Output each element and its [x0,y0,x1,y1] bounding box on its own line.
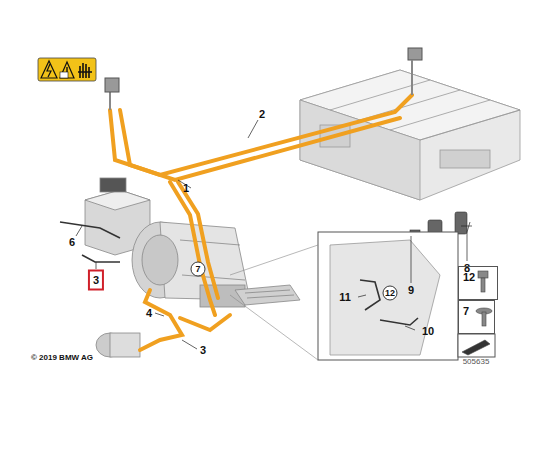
callout-number: 9 [408,285,414,296]
note-text: © 2019 BMW AG [31,354,93,362]
leader-lines [76,120,472,349]
legend-box: 12 [458,266,498,300]
note-text: 505635 [463,358,490,366]
callout-number: 11 [339,292,351,303]
legend-box: 7 [458,300,495,334]
part-number: 12 [463,272,475,283]
circled-callout: 7 [195,265,200,274]
callout-number: 3 [88,270,104,291]
fastener-legend [458,271,495,357]
callout-number: 2 [259,109,265,120]
cooler-unit [96,285,300,357]
part-number: 7 [463,306,469,317]
circled-callout: 12 [385,289,395,298]
callout-number: 4 [146,308,152,319]
warning-icons [38,58,96,81]
callout-number: 1 [183,183,189,194]
cable-end [411,60,413,95]
plug [408,48,422,60]
callout-circle [191,262,205,276]
callout-number: 3 [200,345,206,356]
ground-wires [60,222,120,262]
detail-inset [230,232,458,360]
plug [105,78,119,92]
callout-number: 10 [422,326,434,337]
callout-number: 6 [69,237,75,248]
